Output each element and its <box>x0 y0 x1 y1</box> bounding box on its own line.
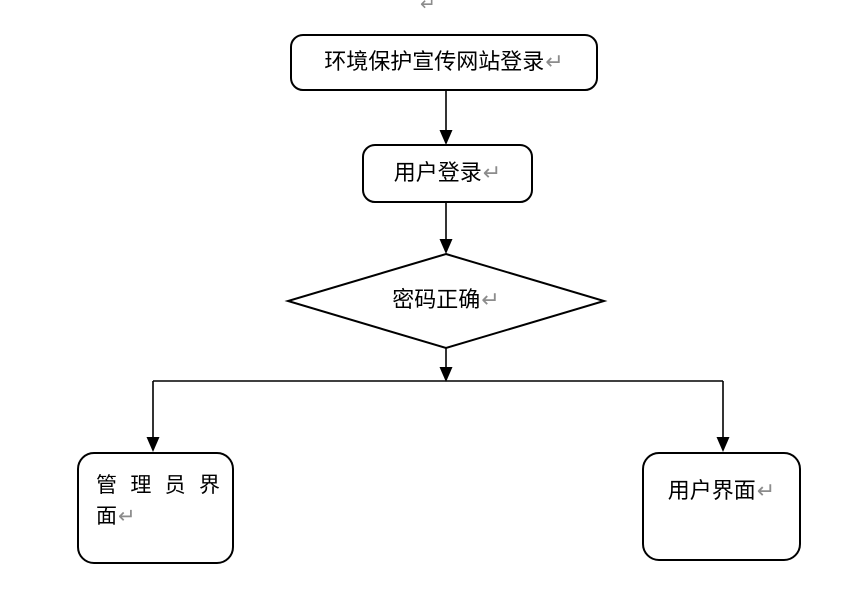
node-user-login-shape <box>362 144 533 203</box>
node-admin-interface-text-line2-chars: 面 <box>96 504 117 528</box>
arrowhead-branch <box>439 367 453 382</box>
arrowhead-user <box>716 437 730 452</box>
node-label-password-check: 密码正确↵ <box>288 254 604 348</box>
return-mark-icon: ↵ <box>545 49 564 75</box>
node-admin-interface-text-line2: 面↵ <box>96 501 220 532</box>
return-mark-icon: ↵ <box>482 160 502 186</box>
node-admin-interface-text-line1: 管理员界 <box>96 473 220 497</box>
node-admin-interface-shape <box>77 452 234 564</box>
arrowhead-diamond <box>439 239 453 254</box>
return-mark-icon: ↵ <box>756 479 776 505</box>
node-password-check-text: 密码正确 <box>392 288 481 314</box>
node-label-start: 环境保护宣传网站登录↵ <box>291 35 597 90</box>
node-password-check-diamond-shape <box>284 252 608 350</box>
node-label-user-interface: 用户界面↵ <box>643 453 800 531</box>
paragraph-return-icon: ↵ <box>420 0 436 15</box>
node-label-user-login: 用户登录↵ <box>363 145 532 202</box>
node-user-login-text: 用户登录 <box>393 160 482 186</box>
node-label-admin-interface: 管理员界 面↵ <box>96 470 220 532</box>
return-mark-icon: ↵ <box>118 504 136 528</box>
arrowhead-login <box>439 130 453 145</box>
return-mark-icon: ↵ <box>481 288 500 314</box>
node-user-interface-shape <box>642 452 801 561</box>
node-start-shape <box>290 34 598 91</box>
node-user-interface-text: 用户界面 <box>667 479 756 505</box>
node-start-text: 环境保护宣传网站登录 <box>324 49 545 75</box>
arrowhead-admin <box>146 437 160 452</box>
